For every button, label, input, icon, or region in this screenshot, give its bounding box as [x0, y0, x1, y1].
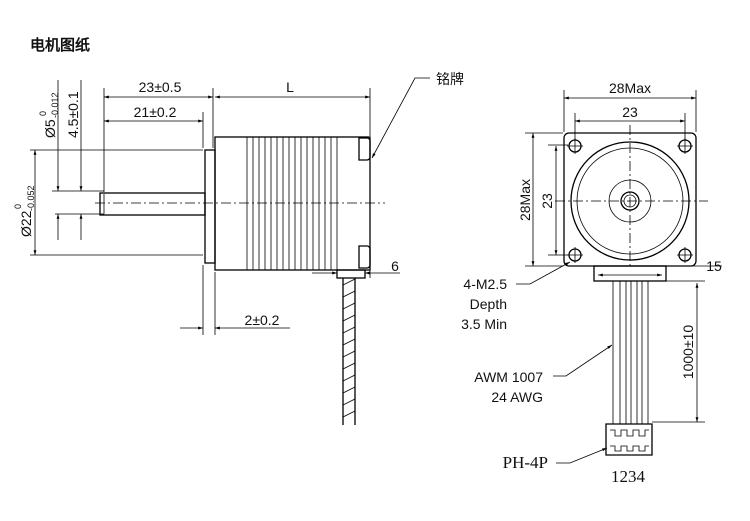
- shaft-diameter-tol-upper: 0: [38, 111, 48, 116]
- shaft-usable-length-dim: 21±0.2: [134, 104, 177, 120]
- height-max-dim: 28Max: [517, 179, 533, 221]
- boss: [204, 149, 216, 264]
- body-length-dim: L: [286, 79, 294, 95]
- pin-numbers: 1234: [611, 467, 646, 486]
- mount-holes-note: 4-M2.5: [463, 276, 507, 292]
- screw-bottom: [358, 245, 371, 269]
- wire-spec-gauge: 24 AWG: [491, 389, 543, 405]
- ph4p-connector: [605, 423, 653, 456]
- screw-top: [358, 137, 371, 161]
- connector-type-label: PH-4P: [503, 453, 548, 472]
- flat-dim: 4.5±0.1: [65, 91, 81, 138]
- mount-holes: [567, 138, 693, 263]
- connector-offset-dim: 6: [391, 258, 399, 274]
- boss-height-dim: 2±0.2: [245, 312, 280, 328]
- wire-spec-awm: AWM 1007: [474, 369, 543, 385]
- hole-spacing-h-dim: 23: [622, 104, 638, 120]
- shaft-length-dim: 23±0.5: [139, 79, 182, 95]
- page-title: 电机图纸: [30, 36, 90, 54]
- cooling-fins: [246, 137, 338, 270]
- width-max-dim: 28Max: [609, 80, 651, 96]
- motor-body: [214, 136, 371, 271]
- boss-diameter-dim: Ø22: [18, 210, 34, 237]
- nameplate-label: 铭牌: [436, 71, 464, 88]
- shaft-diameter-dim: Ø5: [42, 119, 58, 138]
- mount-holes-depth-value: 3.5 Min: [461, 316, 507, 332]
- shaft-diameter-tol-lower: -0.012: [50, 92, 60, 118]
- lead-wire: [342, 278, 356, 425]
- connector-block: [593, 265, 667, 282]
- cable-wires: [612, 281, 649, 424]
- cable-length-dim: 1000±10: [680, 325, 696, 380]
- hole-spacing-v-dim: 23: [539, 193, 555, 209]
- shaft: [99, 192, 206, 216]
- connector-block: [336, 269, 366, 279]
- boss-diameter-tol-lower: -0.052: [26, 185, 36, 211]
- connector-width-dim: 15: [706, 258, 722, 274]
- front-view: 28Max 23 28Max 23 15 1000±10 4-M2.5 Dept…: [461, 80, 722, 486]
- side-view: 23±0.5 L 21±0.2 2±0.2 6 铭牌 Ø5 0 -0.012 4…: [13, 71, 464, 425]
- mount-holes-depth: Depth: [470, 296, 507, 312]
- boss-diameter-tol-upper: 0: [13, 204, 23, 209]
